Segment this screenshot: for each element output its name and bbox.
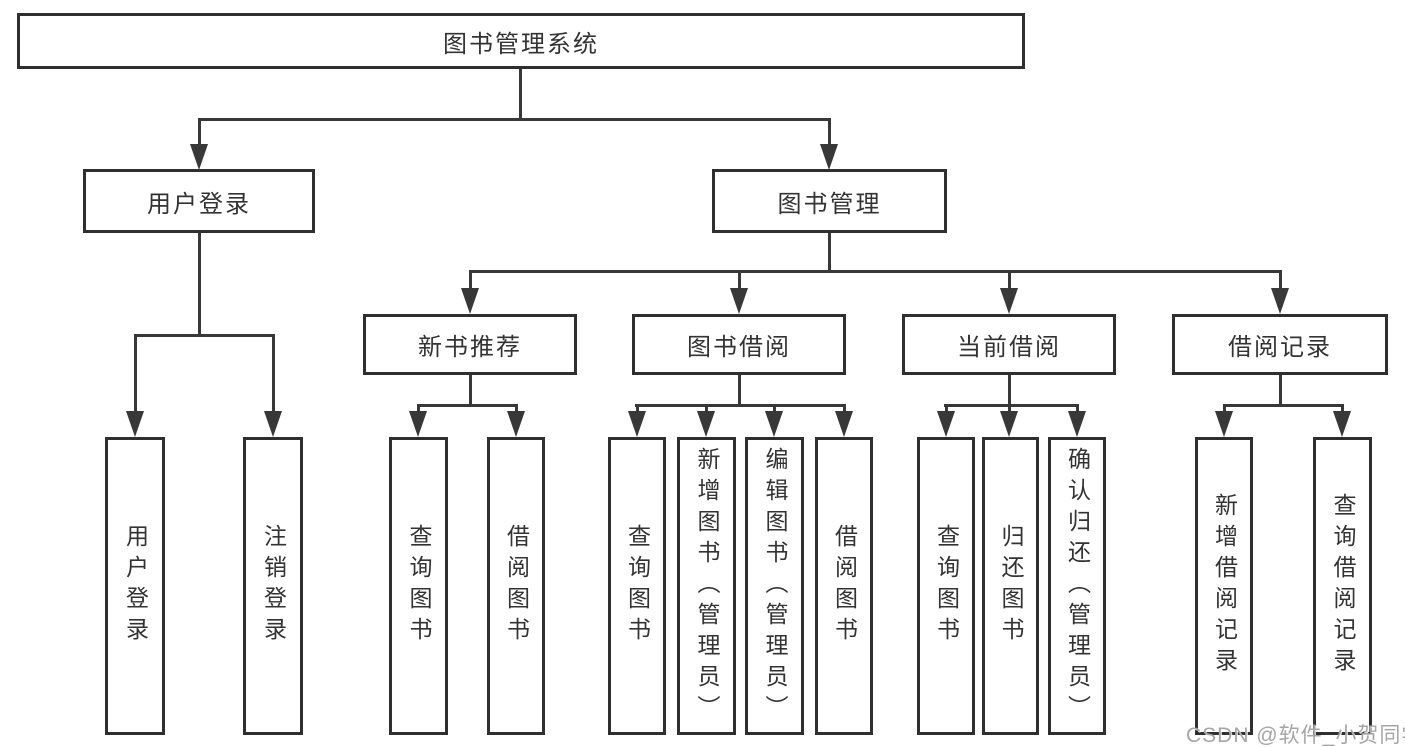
connector-line (1076, 404, 1079, 413)
node-book-borrowing: 图书借阅 (632, 314, 846, 375)
connector-line (1008, 404, 1011, 413)
connector-line (705, 404, 708, 413)
leaf-query-borrow-record: 查询借阅记录 (1313, 437, 1372, 735)
node-library-management-system: 图书管理系统 (17, 13, 1025, 69)
node-label: 注销登录 (260, 524, 287, 648)
connector-line (635, 404, 846, 407)
node-new-book-recommendation: 新书推荐 (363, 314, 577, 375)
arrowhead-down-icon (628, 411, 646, 437)
node-label: 用户登录 (122, 524, 149, 648)
connector-line (1008, 375, 1011, 406)
arrowhead-down-icon (765, 411, 783, 437)
leaf-query-books-current: 查询图书 (917, 437, 975, 735)
leaf-query-books-recommend: 查询图书 (389, 437, 448, 735)
connector-line (515, 404, 518, 413)
leaf-query-books-borrowing: 查询图书 (608, 437, 666, 735)
connector-line (843, 404, 846, 413)
leaf-user-login: 用户登录 (105, 437, 165, 735)
connector-line (198, 118, 831, 121)
arrowhead-down-icon (1068, 411, 1086, 437)
node-label: 借阅记录 (1228, 334, 1332, 361)
leaf-borrow-books-recommend: 借阅图书 (487, 437, 545, 735)
node-label: 图书管理系统 (443, 30, 599, 58)
arrowhead-down-icon (461, 288, 479, 314)
connector-line (1008, 270, 1011, 290)
connector-line (944, 404, 1079, 407)
node-label: 查询借阅记录 (1330, 493, 1356, 679)
arrowhead-down-icon (507, 411, 525, 437)
connector-line (1279, 270, 1282, 290)
arrowhead-down-icon (937, 411, 955, 437)
connector-line (828, 118, 831, 146)
arrowhead-down-icon (697, 411, 715, 437)
node-label: 图书管理 (777, 190, 882, 218)
connector-line (417, 404, 420, 413)
connector-line (1341, 404, 1344, 413)
connector-line (738, 375, 741, 406)
connector-line (198, 233, 201, 336)
leaf-add-borrow-record: 新增借阅记录 (1195, 437, 1253, 735)
leaf-logout: 注销登录 (243, 437, 303, 735)
node-label: 查询图书 (406, 524, 432, 648)
node-label: 借阅图书 (503, 524, 530, 648)
connector-line (417, 404, 518, 407)
arrowhead-down-icon (1215, 411, 1233, 437)
connector-line (828, 233, 831, 273)
connector-line (469, 270, 472, 290)
connector-line (519, 69, 522, 120)
arrowhead-down-icon (835, 411, 853, 437)
connector-line (945, 404, 948, 413)
connector-line (469, 375, 472, 406)
node-label: 新书推荐 (418, 334, 522, 361)
node-label: 查询图书 (933, 524, 960, 648)
node-current-borrowing: 当前借阅 (902, 314, 1116, 375)
arrowhead-down-icon (190, 144, 208, 170)
connector-line (134, 334, 137, 411)
node-book-management: 图书管理 (712, 169, 947, 233)
node-label: 用户登录 (147, 190, 251, 218)
leaf-return-books: 归还图书 (982, 437, 1039, 735)
leaf-edit-books-admin: 编辑图书（管理员） (745, 437, 804, 735)
node-label: 查询图书 (624, 524, 651, 648)
node-label: 归还图书 (998, 524, 1024, 648)
node-label: 编辑图书（管理员） (762, 446, 788, 726)
arrowhead-down-icon (1000, 288, 1018, 314)
connector-line (1279, 375, 1282, 406)
connector-line (272, 334, 275, 411)
arrowhead-down-icon (820, 144, 838, 170)
arrowhead-down-icon (1000, 411, 1018, 437)
connector-line (636, 404, 639, 413)
connector-line (773, 404, 776, 413)
connector-line (1223, 404, 1344, 407)
leaf-confirm-return-admin: 确认归还（管理员） (1048, 437, 1106, 735)
node-label: 新增借阅记录 (1211, 493, 1238, 679)
node-borrowing-records: 借阅记录 (1172, 314, 1388, 375)
leaf-add-books-admin: 新增图书（管理员） (677, 437, 736, 735)
connector-line (134, 334, 275, 337)
arrowhead-down-icon (1271, 288, 1289, 314)
connector-line (469, 270, 1281, 273)
csdn-watermark: CSDN @软件_小贺同学 (1186, 724, 1405, 747)
node-label: 当前借阅 (957, 334, 1061, 361)
connector-line (1223, 404, 1226, 413)
arrowhead-down-icon (409, 411, 427, 437)
node-user-login: 用户登录 (83, 169, 315, 233)
arrowhead-down-icon (264, 411, 282, 437)
node-label: 确认归还（管理员） (1064, 446, 1091, 726)
connector-line (738, 270, 741, 290)
arrowhead-down-icon (126, 411, 144, 437)
arrowhead-down-icon (1333, 411, 1351, 437)
node-label: 借阅图书 (831, 524, 858, 648)
connector-line (198, 118, 201, 146)
leaf-borrow-books-borrowing: 借阅图书 (815, 437, 873, 735)
node-label: 新增图书（管理员） (694, 446, 720, 726)
arrowhead-down-icon (730, 288, 748, 314)
node-label: 图书借阅 (687, 334, 791, 361)
